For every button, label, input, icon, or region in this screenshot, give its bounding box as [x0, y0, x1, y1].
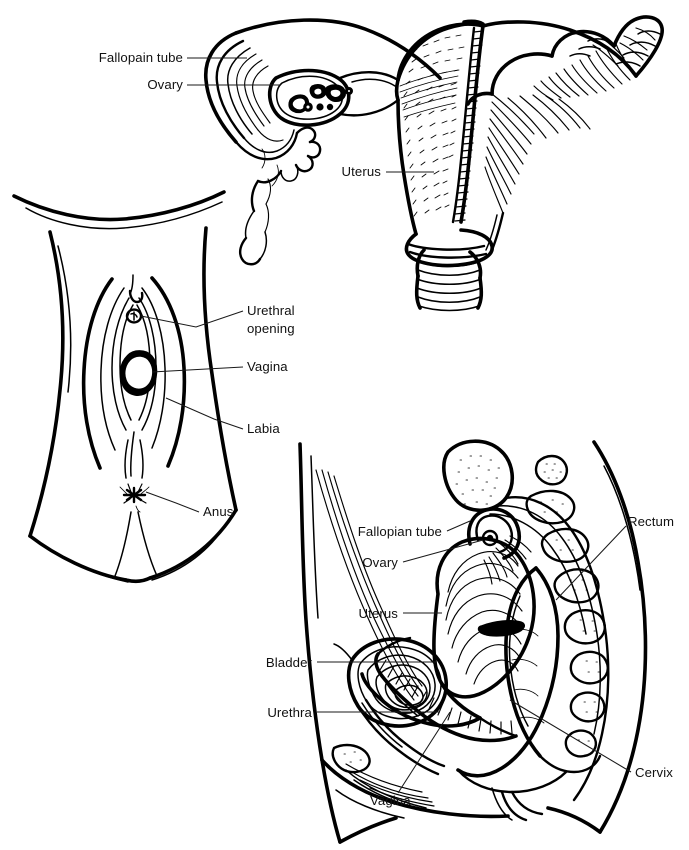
label-urethra: Urethra	[267, 705, 312, 720]
mesosalpinx-strands	[484, 93, 591, 214]
leader-rectum	[555, 525, 627, 601]
anus-stellate	[119, 483, 150, 513]
panel-pelvis-sagittal	[298, 439, 648, 844]
label-fallopain-tube: Fallopain tube	[99, 50, 183, 65]
sacrum-stipple	[539, 499, 600, 742]
label-uterus-frontal: Uterus	[342, 164, 382, 179]
label-urethral-opening-line2: opening	[247, 321, 295, 336]
label-bladder: Bladder	[266, 655, 313, 670]
uterus-sagittal	[432, 536, 536, 738]
leader-lines	[140, 57, 632, 794]
rectal-wall-folds	[511, 628, 545, 724]
fimbriae-feathering	[533, 27, 656, 101]
label-vagina-perineum: Vagina	[247, 359, 288, 374]
leader-cervix	[509, 699, 632, 773]
uterus-body	[394, 19, 485, 236]
ovary-fimbriae	[483, 535, 532, 585]
broad-ligament-left	[338, 71, 400, 117]
panel-uterus-frontal	[203, 15, 664, 312]
label-labia: Labia	[247, 421, 280, 436]
panel-perineum-external	[12, 190, 238, 584]
vagina-sagittal	[360, 636, 518, 743]
leader-vagina-sag	[397, 711, 451, 794]
fimbriae-fronds	[569, 30, 661, 67]
left-fallopian-tube	[203, 18, 442, 266]
myometrium-stipple	[403, 34, 465, 217]
label-fallopian-tube-sagittal: Fallopian tube	[358, 524, 442, 539]
bone-stipple-l5	[455, 455, 501, 509]
label-ovary-sagittal: Ovary	[362, 555, 398, 570]
fallopian-tube-ovary-sagittal	[467, 507, 532, 585]
label-urethral-opening-line1: Urethral	[247, 303, 295, 318]
label-cervix: Cervix	[635, 765, 673, 780]
leader-anus	[145, 491, 200, 513]
labels: Fallopain tube Ovary Uterus Urethral ope…	[99, 50, 674, 808]
label-rectum: Rectum	[628, 514, 674, 529]
pelvic-floor-muscle	[345, 763, 435, 807]
urethra-sagittal	[356, 698, 446, 776]
label-vagina-sagittal: Vagina	[370, 793, 411, 808]
sacral-segments	[525, 489, 609, 758]
leader-ovary-sag	[402, 539, 484, 563]
bladder-sagittal	[333, 637, 448, 728]
endometrium-striations	[454, 30, 484, 222]
leader-labia	[165, 397, 244, 430]
label-uterus-sagittal: Uterus	[359, 606, 399, 621]
leader-vagina-perineum	[151, 366, 244, 373]
myometrium-fibre-sweeps	[399, 69, 459, 118]
label-anus: Anus	[203, 504, 234, 519]
leader-urethral-opening	[140, 310, 244, 328]
label-ovary-frontal: Ovary	[147, 77, 183, 92]
leader-fallopian-tube-sag	[446, 520, 471, 532]
rectum-sagittal	[456, 566, 602, 822]
vaginal-rugae-sagittal	[379, 659, 513, 735]
vaginal-rugae	[416, 261, 482, 312]
left-ovary	[267, 68, 354, 127]
cervix-and-vaginal-canal	[404, 211, 505, 312]
right-fallopian-tube	[466, 15, 664, 214]
